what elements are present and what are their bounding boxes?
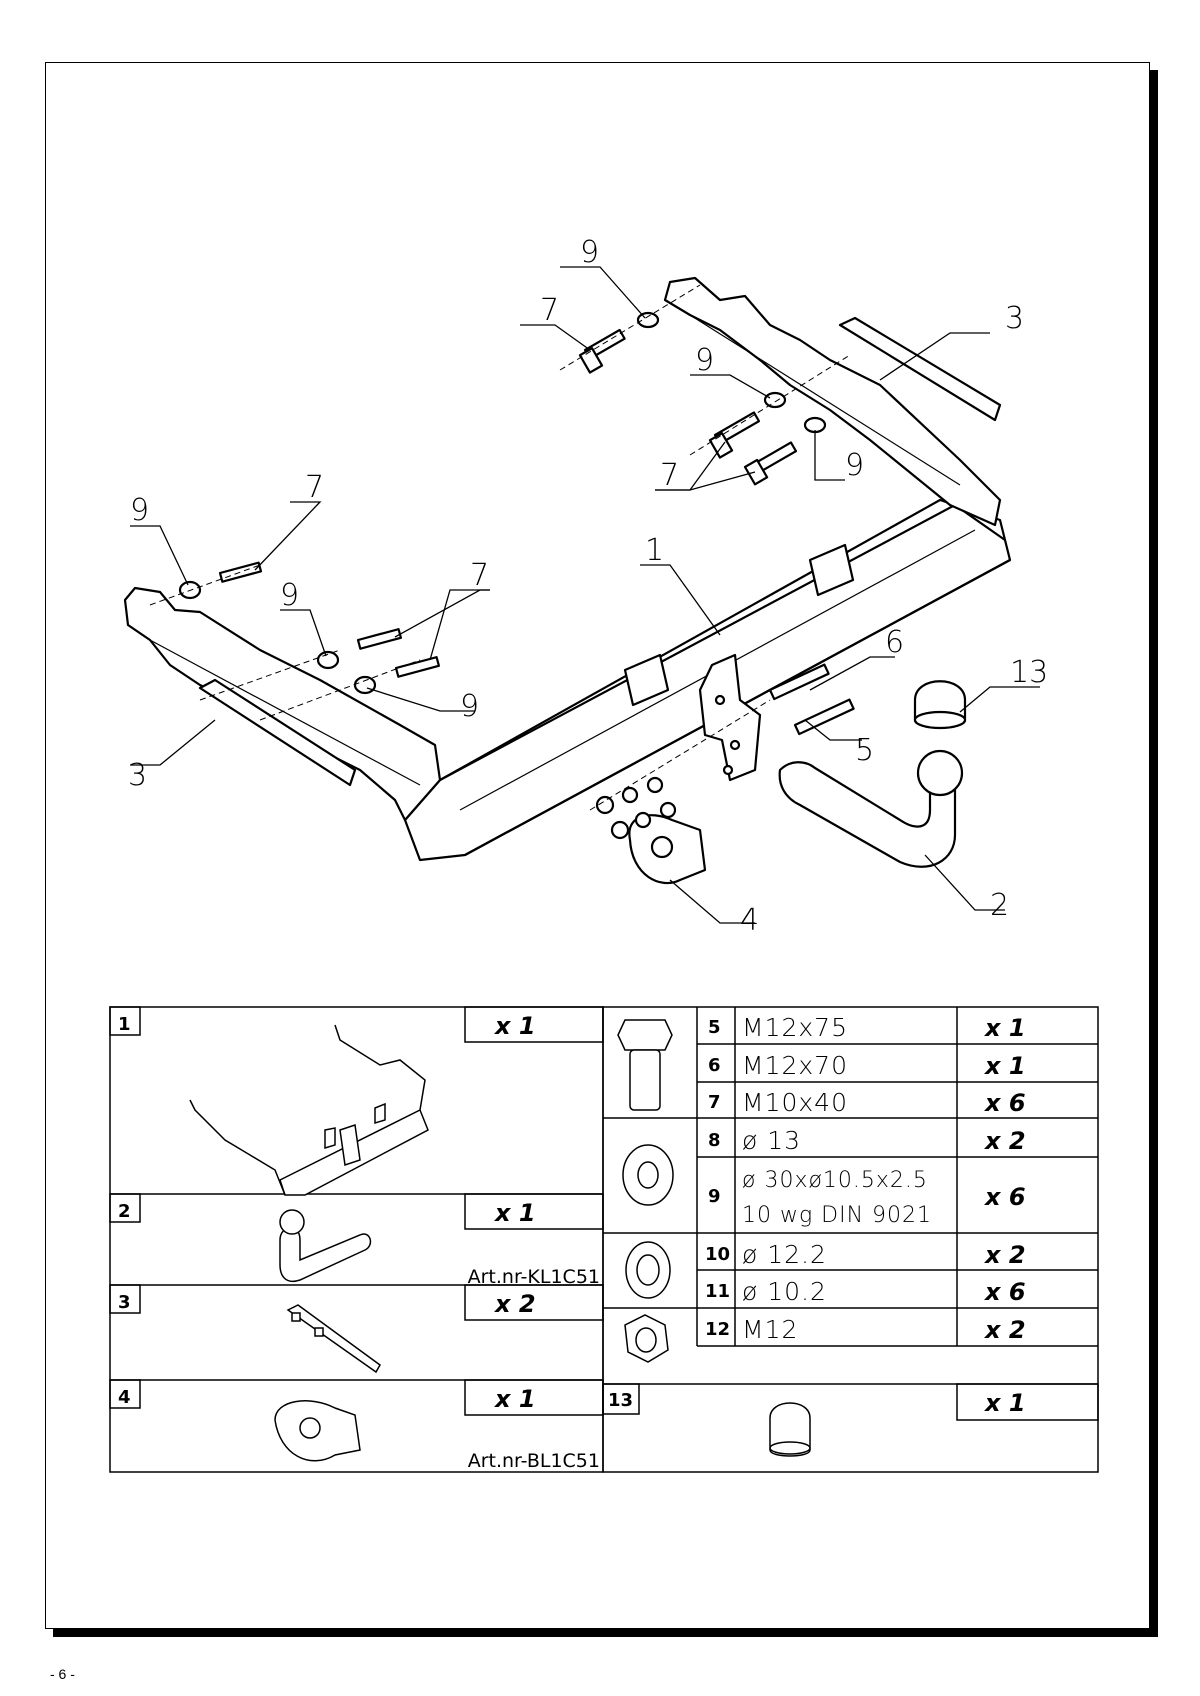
washer-center-3: [634, 811, 652, 829]
frame-shadow-right: [1150, 70, 1158, 1637]
part-3-number: 3: [118, 1292, 131, 1313]
part-7-qty: x 6: [984, 1089, 1026, 1117]
washer-upper-2: [763, 391, 787, 409]
part-10-qty: x 2: [984, 1241, 1026, 1269]
part-1-qty: x 1: [494, 1012, 536, 1040]
bolt-m12x70: [768, 663, 830, 701]
part-12-qty: x 2: [984, 1316, 1026, 1344]
label-4: 4: [740, 903, 759, 938]
label-2: 2: [990, 888, 1009, 923]
thumb-bolt: [617, 1019, 673, 1111]
part-13-qty: x 1: [984, 1389, 1026, 1417]
bolt-left-low: [394, 656, 440, 678]
part-5-spec: M12x75: [742, 1013, 848, 1042]
part-1-number: 1: [118, 1014, 131, 1035]
bolt-upper-left: [578, 328, 626, 374]
thumb-strap: [286, 1304, 381, 1374]
thumb-spring-washer: [625, 1241, 671, 1299]
label-9-lower: 9: [460, 689, 479, 724]
nut-center-1: [595, 795, 615, 815]
thumb-ball-neck: [279, 1209, 372, 1282]
label-9-top: 9: [580, 235, 599, 270]
label-7-top: 7: [540, 293, 559, 328]
part-12-spec: M12: [742, 1315, 798, 1344]
label-1: 1: [645, 533, 664, 568]
part-5-number: 5: [708, 1017, 721, 1038]
part-9-spec-1: ø 30xø10.5x2.5: [742, 1168, 928, 1193]
center-mounting-plate: [698, 653, 762, 782]
parts-table: [109, 1006, 1099, 1473]
label-7-upper: 7: [660, 458, 679, 493]
part-8-spec: ø 13: [742, 1126, 801, 1155]
beam-bracket-left: [623, 653, 670, 707]
washer-left-3: [353, 675, 377, 695]
washer-center-2: [646, 776, 664, 794]
part-6-qty: x 1: [984, 1052, 1026, 1080]
part-4-number: 4: [118, 1387, 131, 1408]
label-9-mid: 9: [280, 578, 299, 613]
right-side-arm: [663, 276, 1002, 527]
part-7-spec: M10x40: [742, 1088, 848, 1117]
label-7-left: 7: [305, 470, 324, 505]
part-5-qty: x 1: [984, 1014, 1026, 1042]
thumb-nut: [624, 1314, 669, 1363]
bolt-m12x75: [793, 698, 855, 736]
label-3-right: 3: [1005, 301, 1024, 336]
frame-shadow-bottom: [53, 1629, 1158, 1637]
part-7-number: 7: [708, 1092, 721, 1113]
thumb-ball-cap: [769, 1402, 811, 1457]
part-12-number: 12: [705, 1319, 730, 1340]
drawing-frame: [45, 62, 1150, 1629]
label-9-upper-mid: 9: [695, 343, 714, 378]
label-9-left: 9: [130, 493, 149, 528]
washer-center-4: [659, 801, 677, 819]
part-8-number: 8: [708, 1130, 721, 1151]
washer-upper-3: [803, 416, 827, 434]
page-number: - 6 -: [50, 1666, 75, 1682]
thumb-washer: [622, 1144, 674, 1206]
part-6-number: 6: [708, 1055, 721, 1076]
washer-center-1: [621, 786, 639, 804]
part-3-qty: x 2: [494, 1290, 536, 1318]
part-9-qty: x 6: [984, 1183, 1026, 1211]
ball-neck: [778, 761, 957, 868]
thumb-socket-plate: [274, 1400, 361, 1462]
bolt-left-top: [218, 561, 263, 583]
part-9-spec-2: 10 wg DIN 9021: [742, 1203, 932, 1228]
label-13: 13: [1010, 655, 1048, 690]
part-11-number: 11: [705, 1281, 730, 1302]
part-10-spec: ø 12.2: [742, 1240, 827, 1269]
part-10-number: 10: [705, 1244, 730, 1265]
part-2-article: Art.nr-KL1C51: [468, 1266, 600, 1288]
thumb-cross-beam: [189, 1024, 429, 1196]
part-8-qty: x 2: [984, 1127, 1026, 1155]
part-4-qty: x 1: [494, 1385, 536, 1413]
label-5: 5: [855, 733, 874, 768]
part-9-number: 9: [708, 1186, 721, 1207]
label-7-mid: 7: [470, 558, 489, 593]
nut-center-2: [610, 820, 630, 840]
bolt-left-mid: [356, 628, 402, 650]
part-11-qty: x 6: [984, 1278, 1026, 1306]
part-6-spec: M12x70: [742, 1051, 848, 1080]
part-2-qty: x 1: [494, 1199, 536, 1227]
part-4-article: Art.nr-BL1C51: [468, 1450, 600, 1472]
bolt-upper-mid: [708, 411, 761, 459]
mount-strap-right: [838, 316, 1002, 422]
part-2-number: 2: [118, 1201, 131, 1222]
label-6: 6: [885, 625, 904, 660]
tow-ball: [916, 749, 964, 797]
part-11-spec: ø 10.2: [742, 1277, 827, 1306]
label-9-upper-right: 9: [845, 448, 864, 483]
bolt-upper-low: [743, 441, 798, 486]
washer-upper-1: [636, 311, 660, 329]
part-13-number: 13: [608, 1390, 633, 1411]
mount-strap-left: [198, 678, 357, 787]
label-3-left: 3: [128, 758, 147, 793]
beam-bracket-right: [808, 543, 855, 597]
left-side-arm: [123, 586, 442, 822]
